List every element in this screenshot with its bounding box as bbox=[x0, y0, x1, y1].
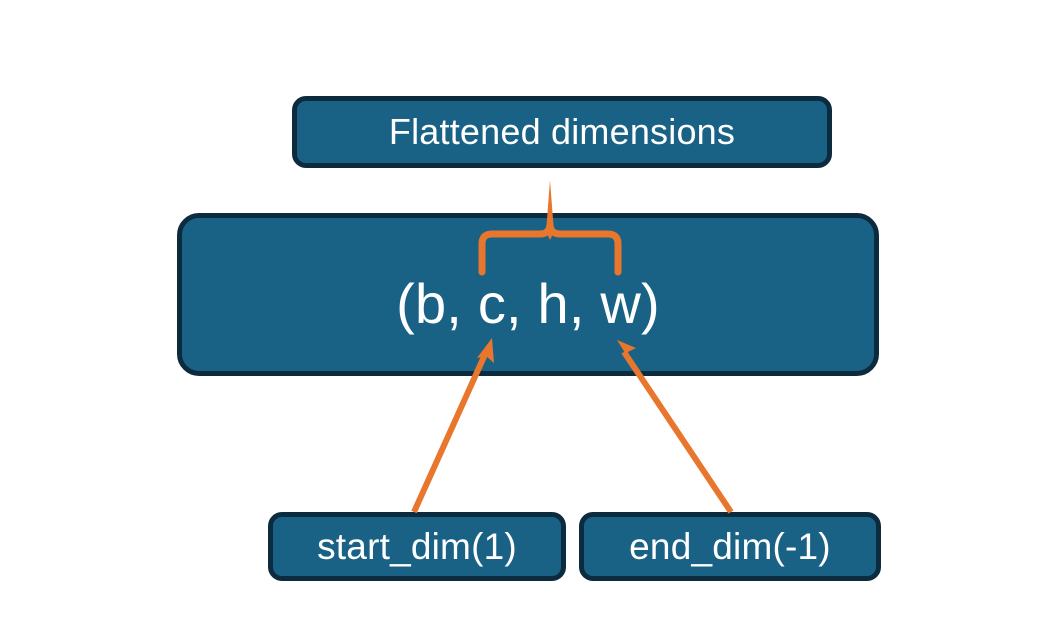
end-dim-label: end_dim(-1) bbox=[629, 526, 831, 567]
flattened-dimensions-box: Flattened dimensions bbox=[292, 96, 832, 168]
tensor-shape-label: (b, c, h, w) bbox=[396, 271, 660, 335]
start-dim-box: start_dim(1) bbox=[268, 512, 566, 581]
flattened-dimensions-label: Flattened dimensions bbox=[388, 111, 736, 152]
tensor-shape-box: (b, c, h, w) bbox=[177, 213, 879, 376]
end-dim-box: end_dim(-1) bbox=[579, 512, 881, 581]
start-dim-label: start_dim(1) bbox=[317, 526, 517, 567]
